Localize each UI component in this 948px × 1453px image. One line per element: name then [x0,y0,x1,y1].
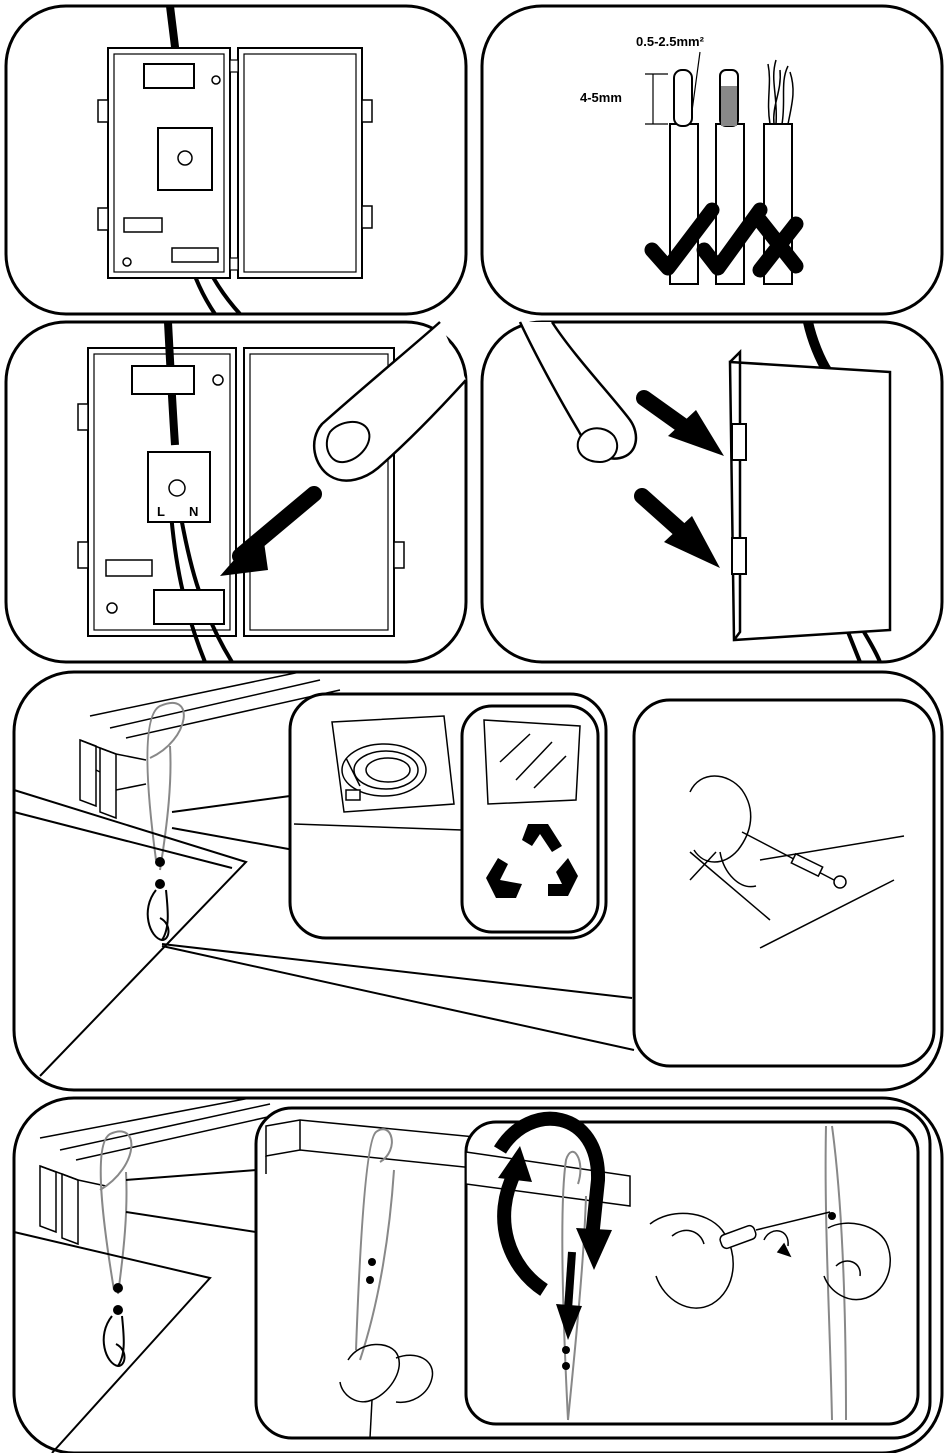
recycling-callout [462,706,598,932]
loop-detail-callout [256,1108,930,1438]
kit-contents-callout [290,694,606,938]
crimp-detail-callout [634,700,934,1066]
closed-box-icon [730,352,890,640]
box-base-icon [98,48,230,278]
panel-sheet-icon [14,1232,210,1453]
terminal-neutral-label: N [189,504,198,519]
panel-unpack-hanging-kit [14,672,942,1090]
hook-icon [148,890,169,940]
finger-icon [520,322,636,462]
terminal-live-label: L [157,504,165,519]
panel-wire-preparation: 0.5-2.5mm² 4-5mm [482,6,942,314]
box-base-icon [78,348,236,636]
wire-clamp-icon [155,857,165,889]
finger-icon [314,322,466,481]
hook-icon [104,1316,125,1366]
wire-clamp-icon [113,1283,123,1315]
closeup-inset [466,1119,918,1424]
panel-open-junction-box [6,6,466,314]
hanging-wire-icon [147,703,183,870]
cross-section-label: 0.5-2.5mm² [636,34,705,49]
press-arrow-icon [644,398,724,456]
box-lid-icon [230,48,372,278]
panel-close-lid [482,322,942,662]
panel-sheet-icon [14,790,246,1076]
panel-secure-wire-loop [14,1098,942,1453]
press-arrow-icon [642,496,720,568]
callout-lines [126,1170,256,1232]
strip-length-label: 4-5mm [580,90,622,105]
panel-terminal-wiring: L N [6,322,466,662]
